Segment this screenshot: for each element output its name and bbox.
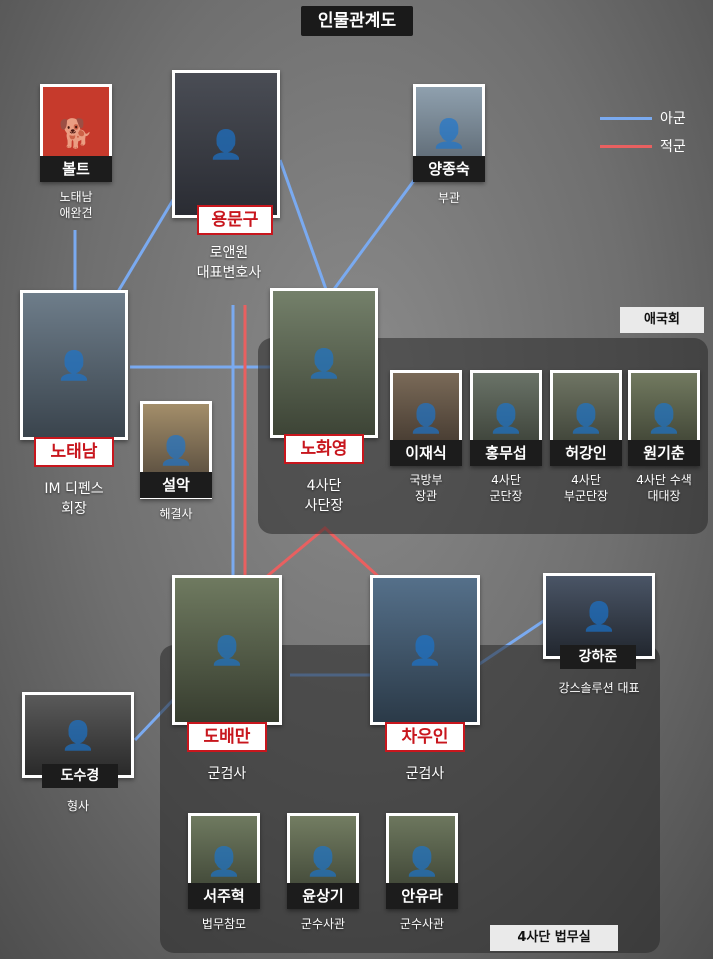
page-title: 인물관계도 (301, 6, 413, 36)
kanghajun-role: 강스솔루션 대표 (558, 681, 640, 695)
yong-photo: 👤 (172, 70, 280, 218)
dobaeman-photo: 👤 (172, 575, 282, 725)
dosukyung-role: 형사 (66, 799, 90, 813)
bolt-name: 볼트 (40, 156, 112, 182)
portrait-icon: 👤 (175, 578, 279, 722)
enemy-legend-label: 적군 (660, 139, 686, 155)
yong-name: 용문구 (197, 205, 273, 235)
ally-legend-label: 아군 (660, 111, 686, 127)
yang-role: 부관 (437, 191, 461, 205)
dosukyung-photo: 👤 (22, 692, 134, 778)
nohwayoung-name: 노화영 (284, 434, 364, 464)
enemy-legend-line (600, 145, 652, 148)
ally-line-yong-nohwayoung (278, 159, 330, 296)
heogangin-role: 4사단 부군단장 (563, 473, 609, 503)
seojuhyuk-role: 법무참모 (201, 917, 247, 931)
seolak-role: 해결사 (159, 507, 193, 521)
bolt-role: 노태남 애완견 (59, 190, 93, 220)
hongmuseop-role: 4사단 군단장 (489, 473, 523, 503)
leejaesik-role: 국방부 장관 (409, 473, 443, 503)
chawooin-photo: 👤 (370, 575, 480, 725)
kanghajun-name: 강하준 (560, 645, 636, 669)
portrait-icon: 👤 (273, 291, 375, 435)
leejaesik-name: 이재식 (390, 440, 462, 466)
legal-label: 4사단 법무실 (490, 925, 618, 951)
yunsanggi-role: 군수사관 (300, 917, 346, 931)
anyura-name: 안유라 (386, 883, 458, 909)
portrait-icon: 👤 (25, 695, 131, 775)
ally-line-yang-nohwayoung (330, 174, 420, 293)
seolak-name: 설악 (140, 472, 212, 498)
heogangin-name: 허강인 (550, 440, 622, 466)
anyura-role: 군수사관 (399, 917, 445, 931)
dobaeman-role: 군검사 (207, 766, 247, 782)
nohwayoung-photo: 👤 (270, 288, 378, 438)
wongichun-name: 원기춘 (628, 440, 700, 466)
nohwayoung-role: 4사단 사단장 (304, 478, 344, 514)
yunsanggi-name: 윤상기 (287, 883, 359, 909)
seojuhyuk-name: 서주혁 (188, 883, 260, 909)
nohtaenam-photo: 👤 (20, 290, 128, 440)
yong-role: 로앤원 대표변호사 (196, 245, 262, 281)
aegukhoe-label: 애국회 (620, 307, 704, 333)
portrait-icon: 👤 (546, 576, 652, 656)
dobaeman-name: 도배만 (187, 722, 267, 752)
ally-legend-line (600, 117, 652, 120)
chawooin-name: 차우인 (385, 722, 465, 752)
nohtaenam-role: IM 디펜스 회장 (44, 481, 104, 517)
dosukyung-name: 도수경 (42, 764, 118, 788)
wongichun-role: 4사단 수색 대대장 (636, 473, 692, 503)
chawooin-role: 군검사 (405, 766, 445, 782)
kanghajun-photo: 👤 (543, 573, 655, 659)
yang-name: 양종숙 (413, 156, 485, 182)
nohtaenam-name: 노태남 (34, 437, 114, 467)
portrait-icon: 👤 (23, 293, 125, 437)
portrait-icon: 👤 (373, 578, 477, 722)
portrait-icon: 👤 (175, 73, 277, 215)
hongmuseop-name: 홍무섭 (470, 440, 542, 466)
enemy-line-nohwayoung-prosecutors (264, 526, 382, 580)
